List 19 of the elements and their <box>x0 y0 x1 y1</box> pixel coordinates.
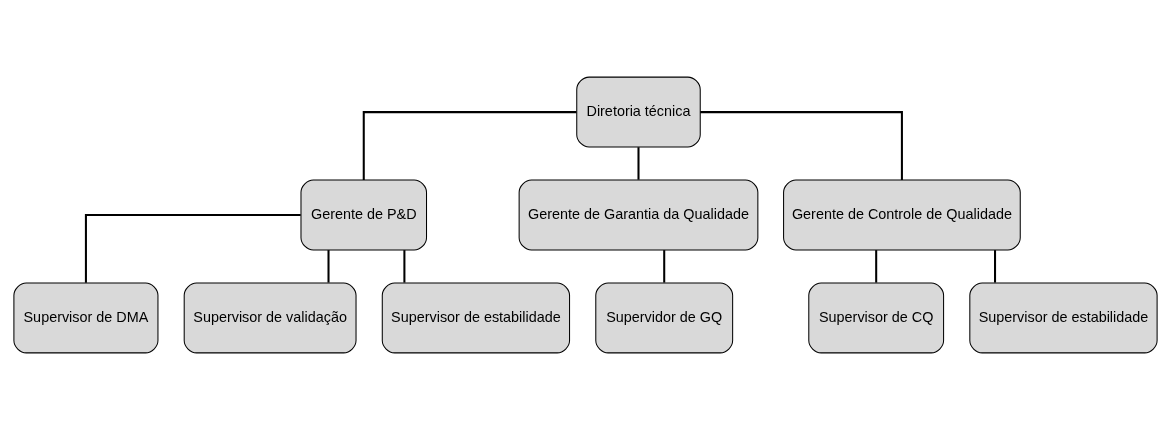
connector <box>327 249 330 283</box>
connector <box>875 249 878 283</box>
connector <box>663 249 666 283</box>
connector <box>994 249 997 283</box>
node-box: Diretoria técnica <box>576 76 701 148</box>
connector <box>637 146 640 180</box>
node-box: Supervisor de CQ <box>808 281 945 353</box>
connector <box>403 249 406 283</box>
connector <box>362 110 577 180</box>
node-box: Supervisor de DMA <box>13 281 159 353</box>
connector <box>700 110 903 180</box>
node-box: Supervisor de estabilidade <box>969 281 1158 353</box>
connector <box>84 213 301 283</box>
node-box: Supervisor de estabilidade <box>381 281 571 353</box>
node-box: Gerente de P&D <box>300 179 428 250</box>
node-box: Supervidor de GQ <box>595 281 734 353</box>
node-box: Gerente de Controle de Qualidade <box>783 179 1021 250</box>
node-box: Gerente de Garantia da Qualidade <box>518 179 759 250</box>
node-box: Supervisor de validação <box>183 281 357 353</box>
